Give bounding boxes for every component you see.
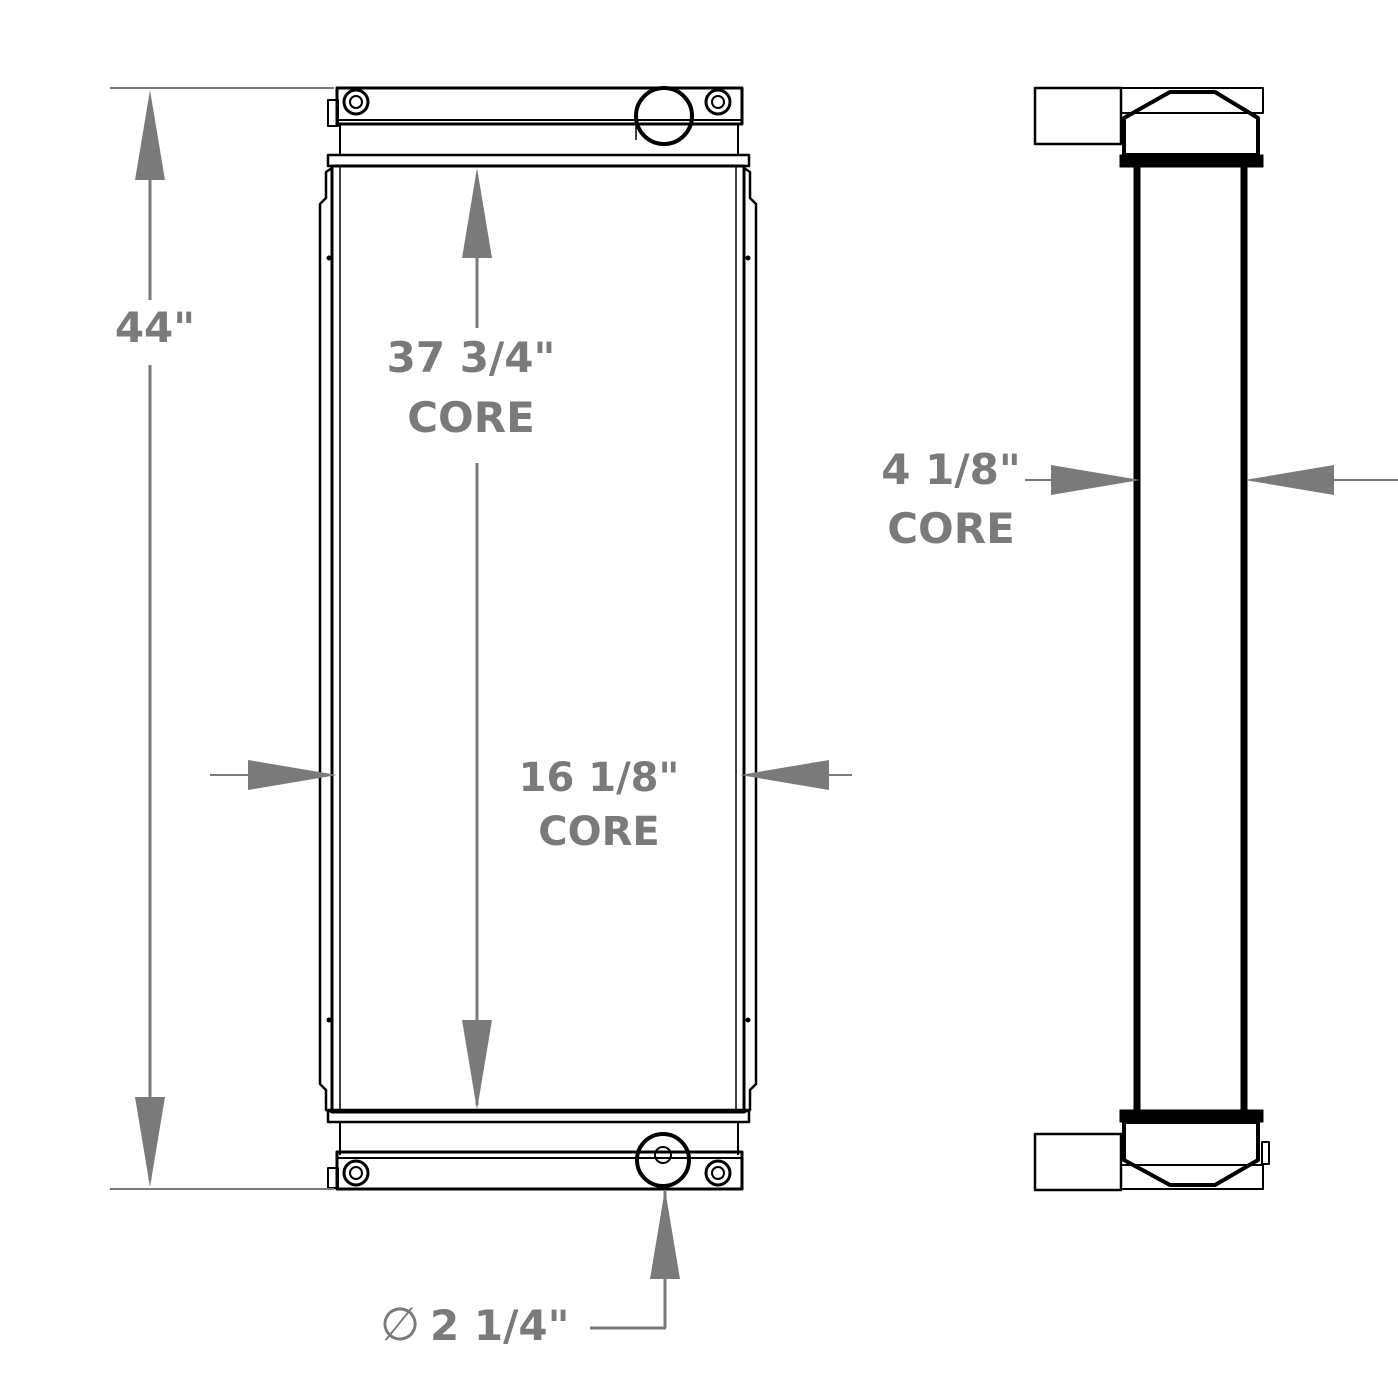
rail-rivets [326,255,751,1023]
bottom-right-bolt-icon [704,1159,732,1187]
arrow-right-icon [1051,465,1140,495]
core-height-dimension [462,168,492,1110]
core-width-dimension [210,760,852,790]
inlet-port-icon [634,86,694,146]
diameter-symbol-icon: ∅ [380,1297,420,1351]
core-height-label: 37 3/4" [387,333,556,382]
dimension-lines [110,87,1398,1330]
core-width-unit: CORE [538,809,659,855]
arrow-left-icon [740,760,829,790]
core-width-label: 16 1/8" [519,755,680,801]
core-depth-unit: CORE [887,504,1015,553]
side-core [1133,166,1248,1112]
dimension-labels: 44" 37 3/4" CORE 16 1/8" CORE 4 1/8" COR… [115,303,1021,1351]
top-left-bolt-icon [342,88,370,116]
front-view [318,86,758,1191]
arrow-up-icon [650,1189,680,1279]
outlet-diameter-leader [590,1189,680,1330]
top-right-bolt-icon [704,88,732,116]
bottom-tank [326,1108,751,1191]
side-top-tank [1033,86,1264,168]
left-side-rail [318,166,333,1114]
outlet-diameter-label: 2 1/4" [430,1301,570,1350]
right-side-rail [743,166,758,1114]
core-height-unit: CORE [407,393,535,442]
core [330,164,746,1114]
arrow-down-icon [135,1097,165,1187]
arrow-left-icon [1245,465,1334,495]
side-bottom-tank [1033,1109,1270,1192]
bottom-left-bolt-icon [342,1159,370,1187]
overall-height-dimension [110,87,334,1190]
arrow-up-icon [462,168,492,258]
arrow-down-icon [462,1020,492,1110]
arrow-right-icon [248,760,337,790]
core-depth-label: 4 1/8" [881,445,1021,494]
top-tank [326,86,751,168]
outlet-port-icon [635,1132,691,1188]
overall-height-label: 44" [115,303,195,352]
side-view [1033,86,1270,1192]
arrow-up-icon [135,90,165,180]
core-depth-dimension [1025,465,1398,495]
